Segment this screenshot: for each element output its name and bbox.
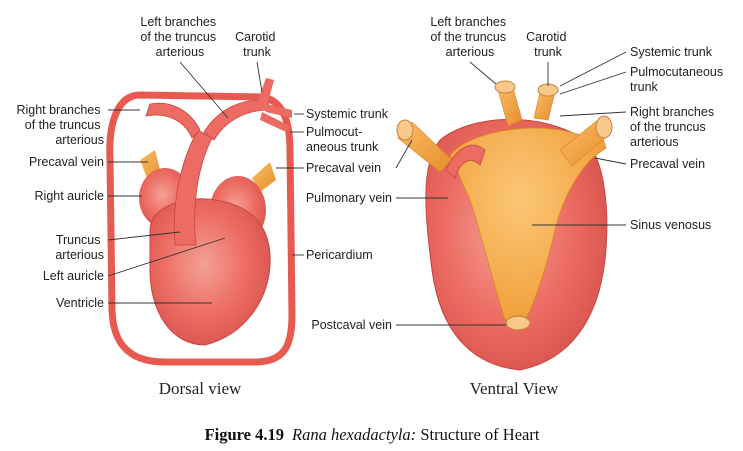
ventral-view-title: Ventral View	[470, 379, 560, 398]
dorsal-label-precaval-left: Precaval vein	[29, 155, 104, 169]
figure-caption: Figure 4.19 Rana hexadactyla: Structure o…	[205, 425, 540, 444]
ventral-label-precaval: Precaval vein	[630, 157, 705, 171]
dorsal-label-left-auricle: Left auricle	[43, 269, 104, 283]
dorsal-view-title: Dorsal view	[159, 379, 242, 398]
caption-species: Rana hexadactyla:	[291, 425, 416, 444]
dorsal-systemic-arch	[266, 104, 292, 118]
ventral-precaval-left-opening	[396, 119, 414, 141]
pulmonary-vein	[445, 144, 486, 179]
ventricle	[149, 198, 271, 346]
dorsal-label-right-branches: Right branches of the truncus arterious	[16, 103, 104, 147]
leader-lines	[107, 51, 627, 326]
dorsal-precaval-right	[252, 162, 276, 192]
dorsal-label-pulmocut: Pulmocut- aneous trunk	[306, 125, 379, 154]
ventral-label-carotid: Carotid trunk	[526, 30, 570, 59]
dorsal-view	[106, 78, 296, 366]
dorsal-label-precaval-right: Precaval vein	[306, 161, 381, 175]
caption-prefix: Figure 4.19	[205, 425, 284, 444]
ventral-left-arch-opening	[494, 80, 516, 94]
dorsal-label-truncus: Truncus arterious	[55, 233, 104, 262]
ventral-label-left-branches: Left branches of the truncus arterious	[430, 15, 509, 59]
dorsal-label-pericardium: Pericardium	[306, 248, 373, 262]
ventral-label-pulmonary: Pulmonary vein	[306, 191, 392, 205]
ventral-label-systemic: Systemic trunk	[630, 45, 713, 59]
dorsal-pulmocut-arch	[260, 112, 290, 132]
dorsal-label-carotid: Carotid trunk	[235, 30, 279, 59]
dorsal-label-ventricle: Ventricle	[56, 296, 104, 310]
dorsal-label-right-auricle: Right auricle	[35, 189, 105, 203]
ventral-label-postcaval: Postcaval vein	[311, 318, 392, 332]
ventral-view	[396, 80, 613, 371]
dorsal-carotid-arch	[258, 78, 274, 102]
dorsal-label-systemic: Systemic trunk	[306, 107, 389, 121]
postcaval-opening	[505, 315, 531, 331]
ventral-label-pulmocutaneous: Pulmocutaneous trunk	[630, 65, 727, 94]
sinus-venosus	[449, 127, 607, 331]
dorsal-label-left-branches: Left branches of the truncus arterious	[140, 15, 219, 59]
ventral-precaval-right-opening	[595, 115, 613, 139]
ventral-label-sinus: Sinus venosus	[630, 218, 711, 232]
ventral-label-right-branches: Right branches of the truncus arterious	[630, 105, 718, 149]
caption-rest: Structure of Heart	[416, 425, 540, 444]
dorsal-right-arch	[145, 102, 201, 139]
